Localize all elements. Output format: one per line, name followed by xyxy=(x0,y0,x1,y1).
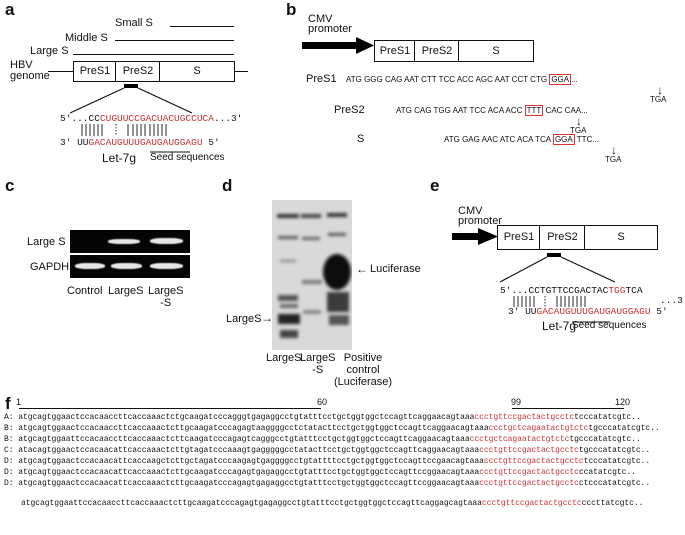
gel-row-label-gapdh: GAPDH xyxy=(30,261,70,273)
large-s-line xyxy=(73,54,234,55)
zoom-lines-e xyxy=(499,256,616,323)
s-stop-codon: TGA xyxy=(605,155,622,164)
panel-label-c: c xyxy=(5,176,15,195)
target-sequence-e: 5'...CCTGTTCCGACTACTGGTCA xyxy=(500,285,643,296)
larges-label-d: LargeS xyxy=(226,313,262,325)
cmv-promoter-label-e: CMV promoter xyxy=(458,205,503,227)
panel-label-a: a xyxy=(5,0,15,19)
pres2-mutated-codon: TTT xyxy=(524,105,544,116)
pres2-row-seq: ATG CAG TGG AAT TCC ACA ACC TTT CAC CAA.… xyxy=(396,105,588,116)
band-gapdh-lane3 xyxy=(150,263,183,269)
sequence-alignment: A: atgcagtggaactccacaaccttcaccaaactctgca… xyxy=(0,413,685,535)
target-sequence-a: 5'...CCCUGUUCCGACUACUGCCUCA...3' xyxy=(60,113,243,124)
pres2-region: PreS2 xyxy=(115,61,161,82)
let7g-sequence-e: 3' UUGACAUGUUUGAUGAUGGAGU 5' xyxy=(508,306,668,317)
band-large-s-lane3 xyxy=(150,238,183,244)
band-gapdh-lane2 xyxy=(111,263,142,269)
cmv-arrow-b xyxy=(302,37,374,54)
pres1-row-seq: ATG GGG CAG AAT CTT TCC ACC AGC AAT CCT … xyxy=(346,74,578,85)
cmv-arrow-e xyxy=(452,228,498,245)
pres1-label-b: PreS1 xyxy=(379,45,411,57)
pres1-row-label: PreS1 xyxy=(306,73,337,85)
luciferase-arrow-icon: ← xyxy=(356,262,368,276)
ruler-start: 1 xyxy=(16,397,22,407)
ruler-mark-60: 60 xyxy=(317,397,328,407)
pres2-label-e: PreS2 xyxy=(547,231,578,243)
seed-label-a: Seed sequences xyxy=(150,152,225,163)
panel-label-d: d xyxy=(222,176,233,195)
pres2-label-b: PreS2 xyxy=(421,45,453,57)
cmv-promoter-label-b: CMV promoter xyxy=(308,13,353,35)
larges-arrow-icon: → xyxy=(261,311,273,325)
alignment-row: D: atgcagtggaactccacaacattcaccaaactcttgc… xyxy=(4,479,651,488)
s-region: S xyxy=(159,61,235,82)
lane-label-larges-s: LargeS -S xyxy=(148,285,184,309)
alignment-row: B: atgcagtggaattccacaaccttcaccaaactcttca… xyxy=(4,435,641,444)
s-arrow-icon: ↓ xyxy=(611,143,617,157)
pres1-stop-codon: TGA xyxy=(650,95,667,104)
pres1-mutated-codon: GGA xyxy=(549,74,572,85)
target-site-marker-e xyxy=(547,253,561,257)
luciferase-label: Luciferase xyxy=(370,263,421,275)
lane-label-control: Control xyxy=(67,285,103,297)
zoom-lines-a xyxy=(69,87,193,153)
band-large-s-lane2 xyxy=(108,239,140,244)
middle-s-label: Middle S xyxy=(65,32,108,44)
pres2-row-label: PreS2 xyxy=(334,104,365,116)
panel-label-b: b xyxy=(286,0,297,19)
alignment-row: D: atgcagtggaactccacaacattcaccaagctcttgc… xyxy=(4,457,651,466)
s-label-b: S xyxy=(492,45,500,57)
middle-s-line xyxy=(115,40,234,41)
band-gapdh-lane1 xyxy=(75,263,105,269)
small-s-line xyxy=(170,26,234,27)
hbv-genome-label: HBV genome xyxy=(10,59,50,82)
alignment-row: B: atgcagtggaactccacaaccttcaccaaactcttgc… xyxy=(4,424,660,433)
pres1-label-e: PreS1 xyxy=(503,231,535,243)
gel-large-s xyxy=(70,230,190,253)
large-s-label: Large S xyxy=(30,45,69,57)
s-region-b: S xyxy=(458,40,534,62)
pres1-region-b: PreS1 xyxy=(374,40,416,62)
alignment-consensus-row: atgcagtggaattccacaaccttcaccaaactcttgcaag… xyxy=(21,499,644,508)
s-region-e: S xyxy=(584,225,658,250)
s-row-label: S xyxy=(357,133,365,145)
ruler-line-99-120 xyxy=(512,408,624,409)
pres2-label: PreS2 xyxy=(122,65,154,77)
gel-gapdh xyxy=(70,255,190,278)
let7g-label-a: Let-7g xyxy=(102,151,137,165)
lane-label-d-larges: LargeS xyxy=(266,352,302,364)
s-mutated-codon: GGA xyxy=(552,134,575,145)
alignment-row: C: atacagtggaactccacaacattcaccaaactcttgt… xyxy=(4,446,651,455)
pres2-stop-codon: TGA xyxy=(570,126,587,135)
lane-label-d-positive: Positive control (Luciferase) xyxy=(334,352,393,388)
pres2-region-e: PreS2 xyxy=(539,225,586,250)
pres1-label: PreS1 xyxy=(79,65,111,77)
let7g-label-e: Let-7g xyxy=(542,319,577,333)
panel-label-e: e xyxy=(430,176,440,195)
s-label-e: S xyxy=(617,231,625,243)
s-row-seq: ATG GAG AAC ATC ACA TCA GGA TTC... xyxy=(444,134,600,145)
ruler-mark-120: 120 xyxy=(615,397,631,407)
target-site-marker xyxy=(124,84,138,88)
ruler-line-1-60 xyxy=(19,408,321,409)
gel-row-label-large-s: Large S xyxy=(27,236,66,248)
pres1-region-e: PreS1 xyxy=(497,225,541,250)
ruler-mark-99: 99 xyxy=(511,397,522,407)
pres2-arrow-icon: ↓ xyxy=(576,114,582,128)
alignment-row: D: atgcagtggaactccacaacattcaccaaactcttgc… xyxy=(4,468,636,477)
pres2-region-b: PreS2 xyxy=(414,40,460,62)
western-blot-d xyxy=(272,200,352,350)
lane-label-d-larges-s: LargeS -S xyxy=(300,352,336,376)
let7g-sequence-a: 3' UUGACAUGUUUGAUGAUGGAGU 5' xyxy=(60,137,220,148)
pres1-arrow-icon: ↓ xyxy=(657,83,663,97)
s-label: S xyxy=(193,65,201,77)
panel-label-f: f xyxy=(5,394,11,413)
lane-label-larges: LargeS xyxy=(108,285,144,297)
small-s-label: Small S xyxy=(115,17,153,29)
target-sequence-e-end: ...3' xyxy=(660,295,685,306)
seed-label-e: Seed sequences xyxy=(572,320,647,331)
alignment-row: A: atgcagtggaactccacaaccttcaccaaactctgca… xyxy=(4,413,641,422)
pres1-region: PreS1 xyxy=(73,61,117,82)
